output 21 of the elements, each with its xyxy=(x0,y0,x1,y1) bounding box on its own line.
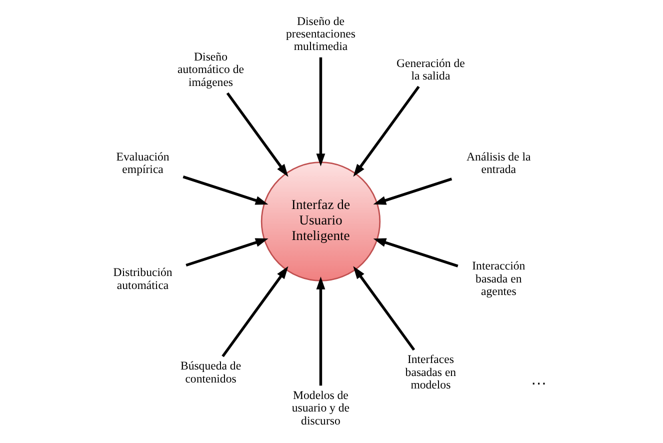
arrow xyxy=(353,86,420,177)
arrow xyxy=(316,57,326,166)
node-text: Búsqueda de contenidos xyxy=(180,358,242,386)
arrow xyxy=(186,238,268,267)
node-text: Diseño automático de imágenes xyxy=(178,50,244,89)
arrow xyxy=(373,178,452,205)
arrow xyxy=(373,238,458,268)
arrow xyxy=(353,266,416,351)
node-text: Distribución automática xyxy=(113,265,172,292)
label: … xyxy=(530,370,547,389)
arrow xyxy=(316,276,326,386)
node-text: Generación de la salida xyxy=(396,56,465,83)
node-text: Diseño de presentaciones multimedia xyxy=(286,14,356,54)
arrow xyxy=(182,176,268,205)
arrow xyxy=(222,266,288,358)
node-text: Análisis de la entrada xyxy=(466,149,531,176)
node-text: Interacción basada en agentes xyxy=(472,258,526,298)
node-text: Modelos de usuario y de discurso xyxy=(292,388,350,428)
node-text: Evaluación empírica xyxy=(116,149,170,176)
node-text: Interfaces basadas en modelos xyxy=(405,352,456,392)
arrow xyxy=(226,92,288,177)
